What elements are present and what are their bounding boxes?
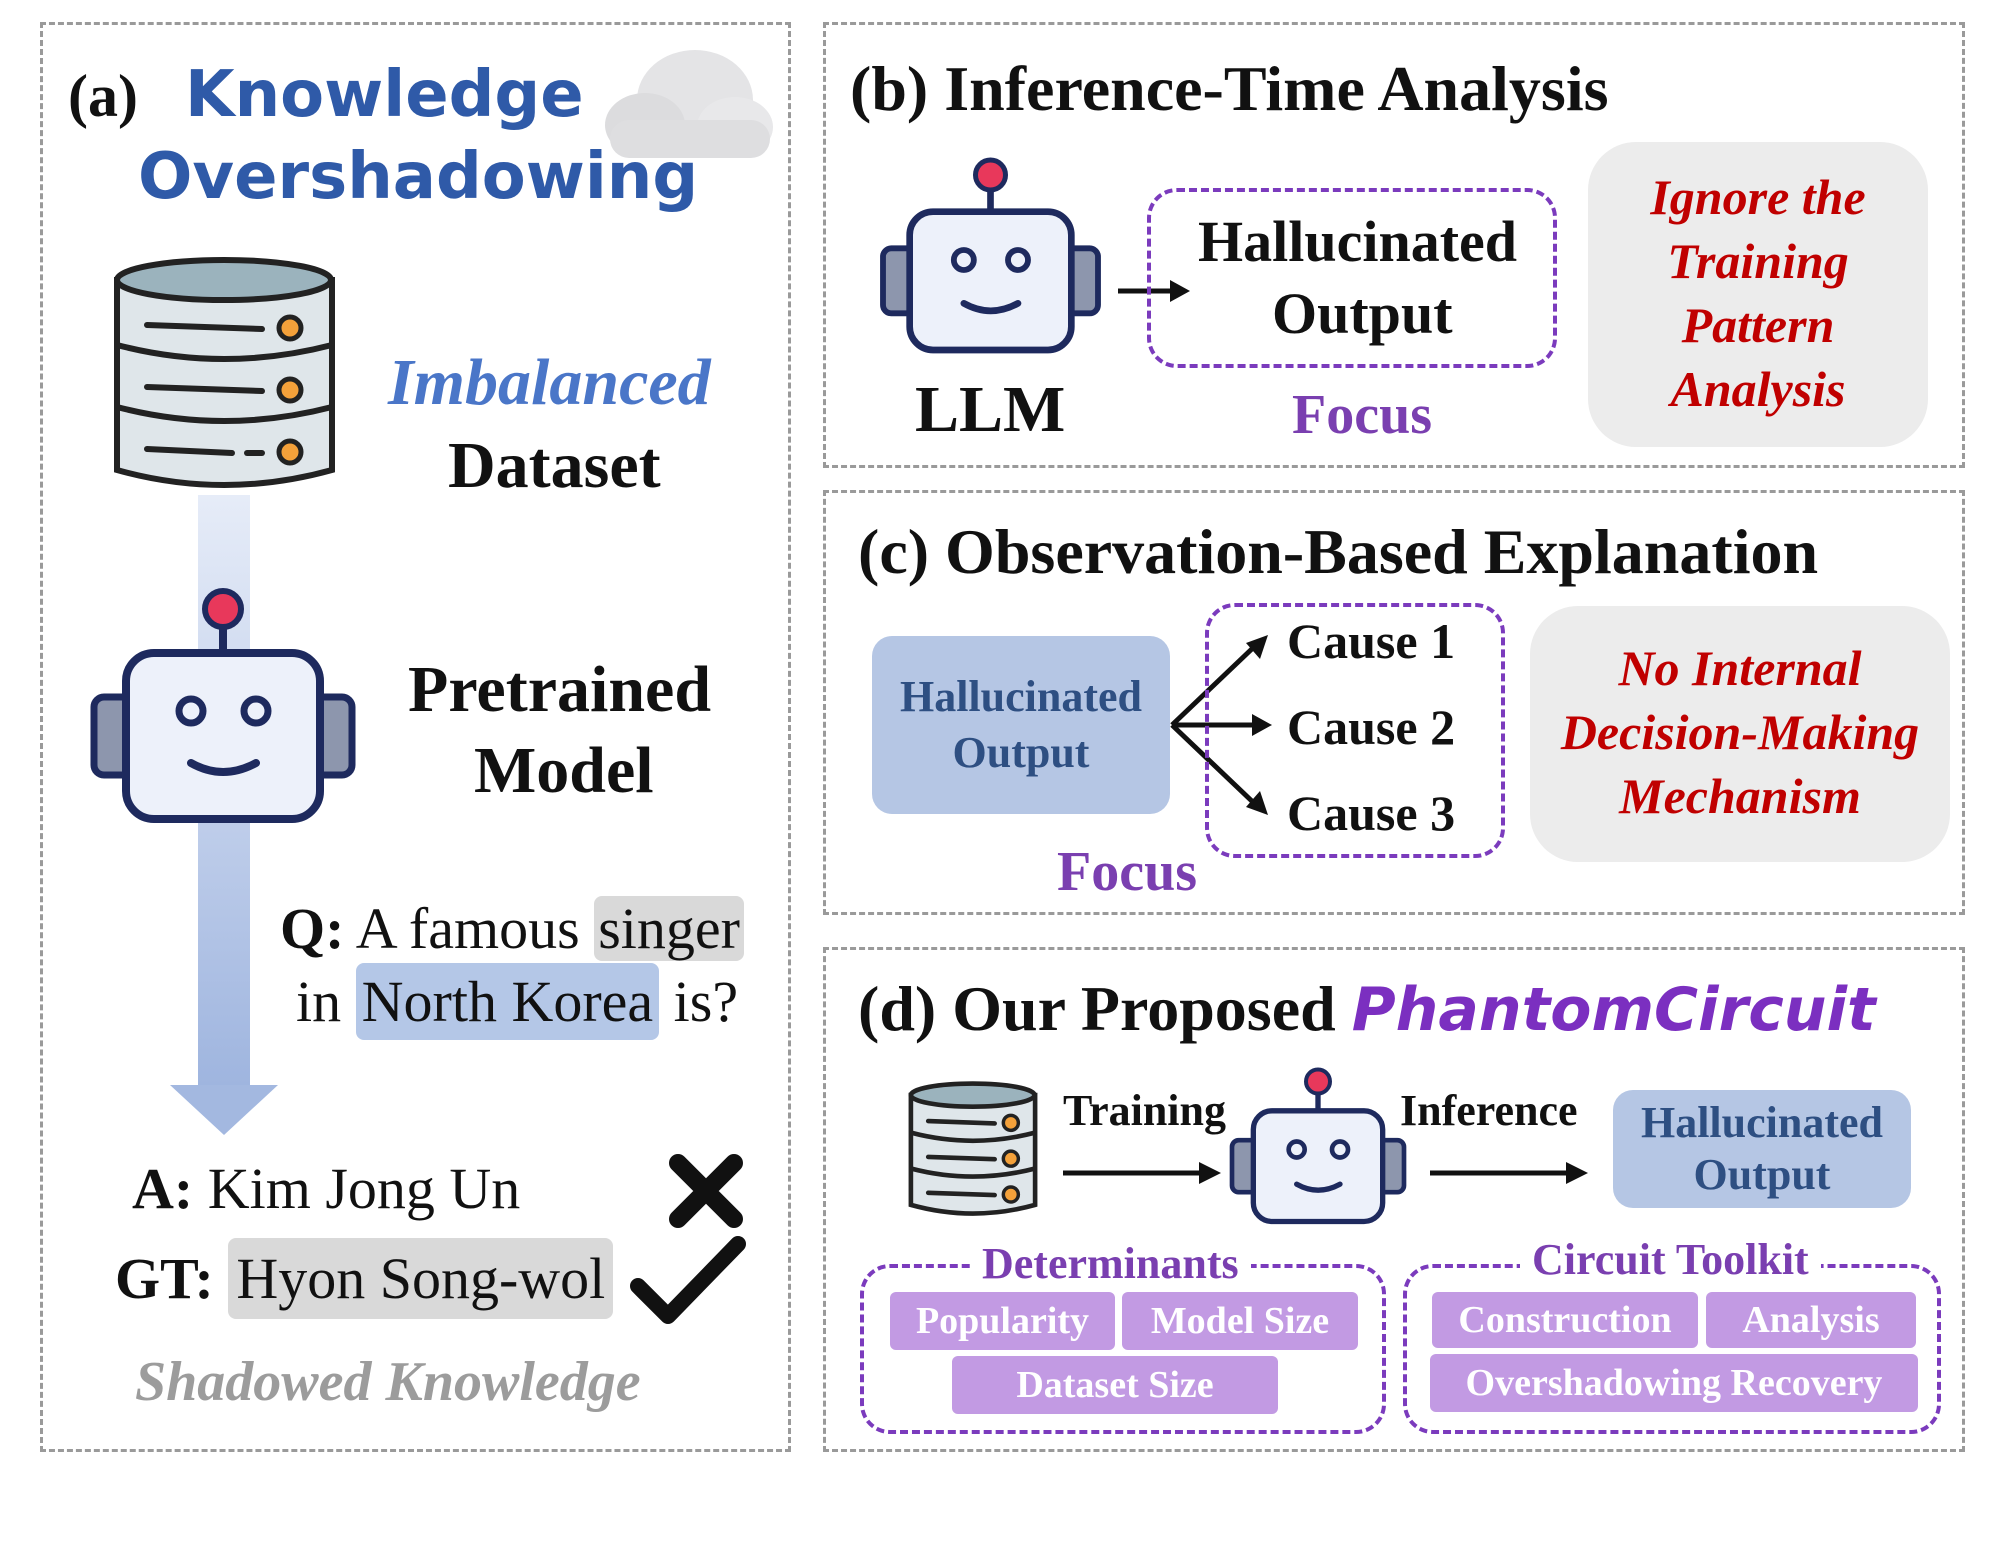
q-highlight-north-korea: North Korea — [355, 963, 660, 1040]
panel-d-title: (d) Our Proposed PhantomCircuit — [858, 972, 1876, 1046]
panel-c-title: (c) Observation-Based Explanation — [858, 516, 1819, 587]
q-text: A famous — [355, 896, 580, 961]
chip-construction: Construction — [1432, 1292, 1698, 1348]
q-prefix: Q: — [280, 896, 345, 961]
panel-c-focus-label: Focus — [1057, 841, 1197, 903]
q-highlight-singer: singer — [594, 896, 744, 961]
q-end: is? — [673, 969, 739, 1034]
panel-observation-based-explanation — [823, 490, 1965, 915]
panel-c-note: No Internal Decision-Making Mechanism — [1530, 636, 1950, 828]
cause-2: Cause 2 — [1287, 699, 1456, 755]
llm-robot-icon — [880, 157, 1101, 354]
panel-c-output-line1: Hallucinated — [899, 672, 1143, 721]
panel-b-focus-label: Focus — [1292, 384, 1432, 446]
arrow-llm-to-output — [1118, 280, 1190, 302]
gt-prefix: GT: — [115, 1246, 214, 1311]
chip-analysis: Analysis — [1706, 1292, 1916, 1348]
note-b-line2: Training — [1667, 233, 1849, 289]
panel-phantomcircuit — [823, 947, 1965, 1452]
pretrained-line1: Pretrained — [408, 653, 712, 726]
panel-c-output-line2: Output — [952, 728, 1090, 777]
cause-3: Cause 3 — [1287, 785, 1456, 841]
chip-overshadowing-recovery: Overshadowing Recovery — [1430, 1354, 1918, 1412]
dataset-label: Dataset — [448, 429, 661, 502]
panel-d-output-box: Hallucinated Output — [1613, 1090, 1911, 1208]
note-b-line3: Pattern — [1681, 297, 1835, 353]
a-prefix: A: — [132, 1156, 194, 1221]
panel-b-title: (b) Inference-Time Analysis — [850, 53, 1609, 124]
training-label: Training — [1063, 1086, 1227, 1135]
determinants-label: Determinants — [970, 1238, 1251, 1289]
panel-b-note: Ignore the Training Pattern Analysis — [1588, 165, 1928, 421]
cloud-icon — [605, 50, 773, 158]
panel-knowledge-overshadowing — [40, 22, 791, 1452]
gt-text: Hyon Song-wol — [228, 1238, 614, 1319]
question-line2: in North Korea is? — [296, 963, 739, 1040]
question-line1: Q: A famous singer — [280, 895, 744, 962]
chip-popularity: Popularity — [890, 1292, 1115, 1350]
circuit-toolkit-label: Circuit Toolkit — [1520, 1234, 1821, 1285]
chip-dataset-size: Dataset Size — [952, 1356, 1278, 1414]
ground-truth-line: GT: Hyon Song-wol — [115, 1238, 614, 1319]
panel-d-output-line1: Hallucinated — [1640, 1098, 1884, 1147]
llm-label: LLM — [915, 373, 1066, 446]
inference-label: Inference — [1400, 1086, 1578, 1135]
imbalanced-label: Imbalanced — [388, 346, 711, 419]
shadowed-knowledge-label: Shadowed Knowledge — [135, 1351, 641, 1413]
panel-b-note-box — [1588, 142, 1928, 447]
panel-c-output-box: Hallucinated Output — [872, 636, 1170, 814]
note-b-line1: Ignore the — [1650, 169, 1866, 225]
answer-line: A: Kim Jong Un — [132, 1155, 520, 1222]
cross-icon — [669, 1154, 743, 1228]
note-c-line2: Decision-Making — [1560, 704, 1920, 760]
panel-a-label: (a) — [68, 63, 138, 129]
output-focus-box — [1147, 188, 1557, 368]
pretrained-line2: Model — [474, 734, 654, 807]
check-icon — [630, 1236, 746, 1324]
phantomcircuit-name: PhantomCircuit — [1351, 975, 1876, 1045]
note-c-line1: No Internal — [1618, 640, 1862, 696]
a-text: Kim Jong Un — [207, 1156, 521, 1221]
panel-a-title-line2: Overshadowing — [138, 140, 699, 214]
robot-icon-small — [1229, 1067, 1407, 1225]
panel-b-output-line2: Output — [1272, 281, 1453, 346]
arrow-training — [1063, 1162, 1221, 1184]
panel-a-title-line1: Knowledge — [185, 58, 584, 132]
robot-icon — [90, 588, 356, 823]
panel-d-output-line2: Output — [1693, 1150, 1831, 1199]
database-icon — [114, 257, 335, 488]
cause-arrows — [1170, 635, 1272, 815]
chip-model-size: Model Size — [1122, 1292, 1358, 1350]
panel-d-title-prefix: (d) Our Proposed — [858, 973, 1336, 1044]
cause-1: Cause 1 — [1287, 613, 1456, 669]
note-c-line3: Mechanism — [1619, 768, 1861, 824]
q-in: in — [296, 969, 342, 1034]
note-b-line4: Analysis — [1670, 361, 1846, 417]
arrow-inference — [1430, 1162, 1588, 1184]
panel-inference-time-analysis — [823, 22, 1965, 468]
panel-c-note-box — [1530, 606, 1950, 862]
panel-b-output-line1: Hallucinated — [1198, 209, 1518, 274]
database-icon-small — [908, 1081, 1038, 1216]
causes-focus-box — [1205, 603, 1505, 858]
